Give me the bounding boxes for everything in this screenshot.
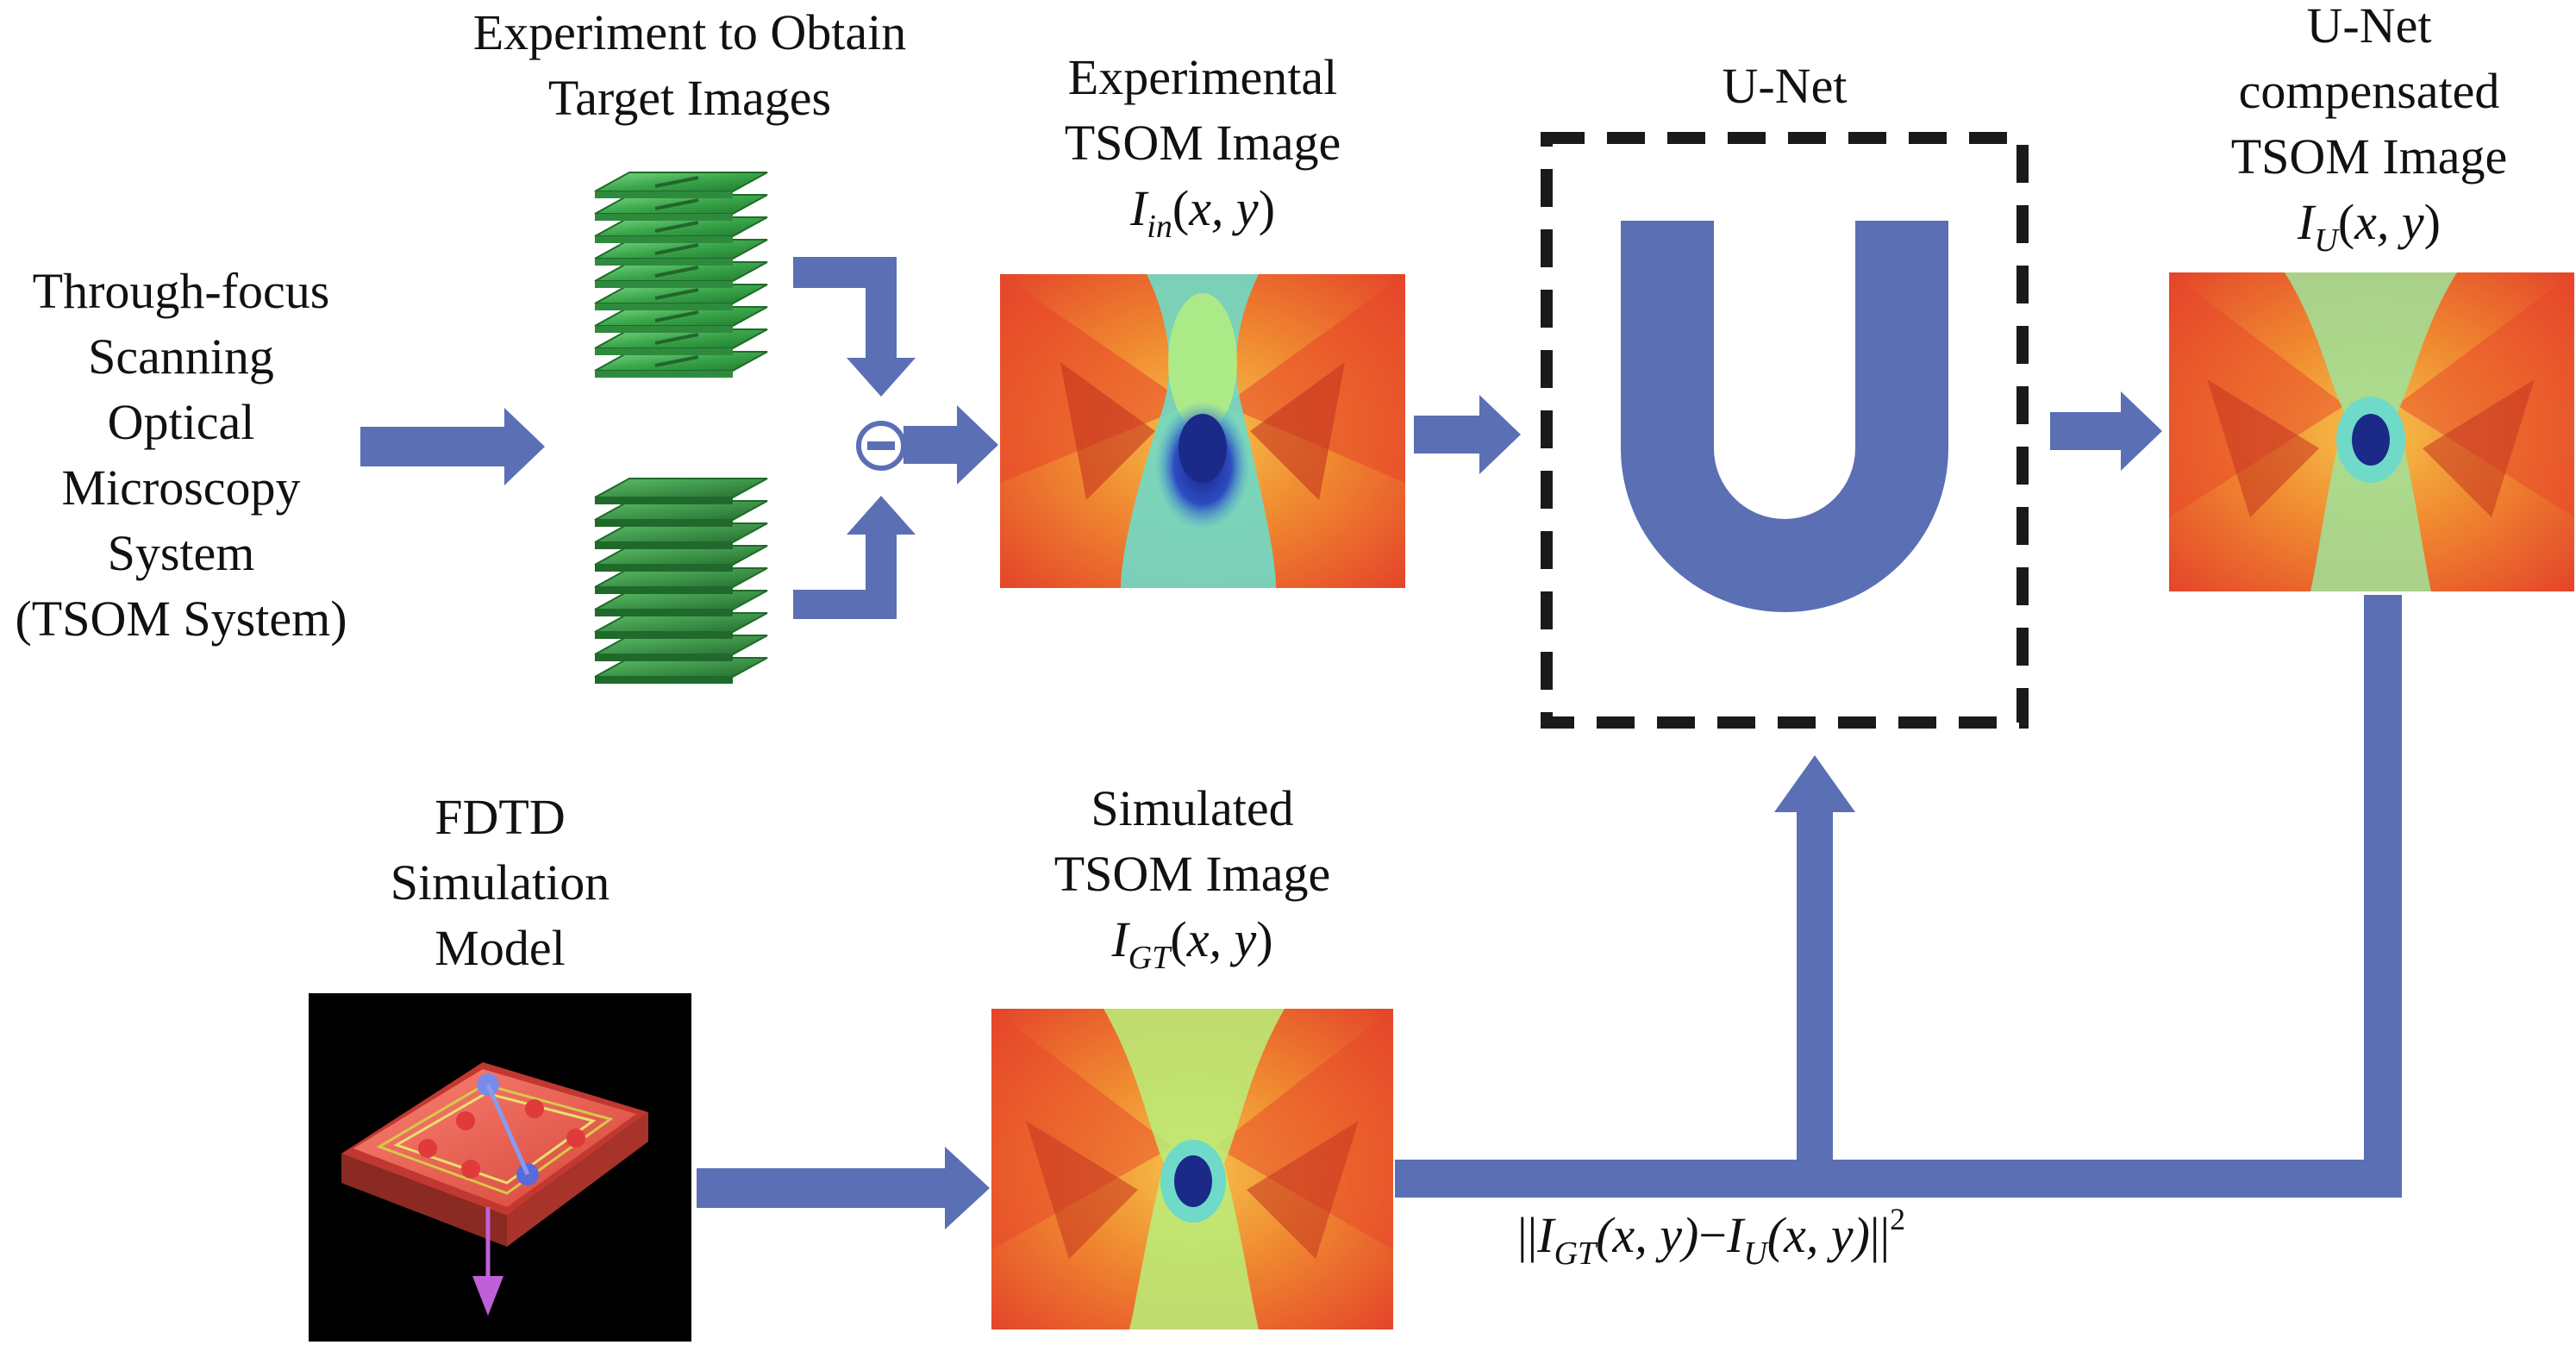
label-simulated-math: IGT(x, y) <box>1111 911 1273 976</box>
simulated-tsom-heatmap <box>991 1009 1393 1329</box>
arrow-tsom-to-stacks <box>360 408 545 485</box>
loss-line-vertical-right <box>2364 595 2402 1198</box>
label-experiment-line-1: Experiment to Obtain <box>472 4 907 60</box>
label-compensated-line-3: TSOM Image <box>2230 128 2508 185</box>
label-simulated-tsom: Simulated TSOM Image IGT(x, y) <box>991 776 1393 991</box>
stack-layer-edge <box>595 654 733 661</box>
label-tsom-system: Through-focus Scanning Optical Microscop… <box>0 259 362 652</box>
stack-layer-edge <box>595 587 733 594</box>
stack-layer-edge <box>595 214 733 221</box>
stack-layer-edge <box>595 497 733 504</box>
loss-u-sub: U <box>1743 1236 1769 1272</box>
label-tsom-line-1: Through-focus <box>32 263 330 319</box>
stack-layer-streak <box>654 243 699 255</box>
loss-line-vertical-mid <box>1797 810 1833 1164</box>
label-fdtd-line-2: Simulation <box>390 854 610 910</box>
label-experiment-line-2: Target Images <box>547 70 832 126</box>
stack-layer-edge <box>595 677 733 684</box>
label-unet-compensated: U-Net compensated TSOM Image IU(x, y) <box>2164 0 2574 273</box>
stack-layer-streak <box>654 355 699 367</box>
stack-layer-edge <box>595 371 733 378</box>
stack-layer-edge <box>595 565 733 572</box>
label-simulated-line-1: Simulated <box>1091 780 1294 836</box>
arrow-fdtd-to-simulated <box>697 1147 990 1229</box>
arrow-loss-to-unet <box>1774 755 1855 812</box>
arrow-stack-bottom-elbow <box>793 496 916 619</box>
loss-minus: − <box>1698 1207 1727 1263</box>
label-fdtd-line-3: Model <box>435 920 566 976</box>
loss-i-gt: I <box>1536 1207 1556 1263</box>
experiment-stack-top <box>594 172 768 378</box>
stack-layer-edge <box>595 191 733 198</box>
stack-layer-streak <box>654 310 699 322</box>
unet-box <box>1541 132 2029 729</box>
label-compensated-math: IU(x, y) <box>2298 194 2441 259</box>
label-compensated-line-1: U-Net <box>2306 0 2432 53</box>
label-tsom-line-3: Optical <box>107 394 255 450</box>
label-compensated-line-2: compensated <box>2238 63 2500 119</box>
subtract-operator <box>856 421 906 471</box>
unet-u-shape <box>1621 221 1948 612</box>
arrow-unet-to-compensated <box>2050 391 2162 471</box>
label-fdtd-line-1: FDTD <box>435 789 566 845</box>
label-tsom-line-6: (TSOM System) <box>15 591 347 647</box>
loss-square: 2 <box>1890 1202 1905 1236</box>
arrow-group <box>360 257 2402 1229</box>
stack-layer-edge <box>595 632 733 639</box>
stack-layer-streak <box>654 221 699 233</box>
label-experimental-tsom: Experimental TSOM Image Iin(x, y) <box>1000 45 1405 260</box>
label-unet-title: U-Net <box>1547 53 2023 119</box>
stack-layer-edge <box>595 326 733 333</box>
stack-layer-edge <box>595 610 733 616</box>
loss-formula: ||IGT(x, y)−IU(x, y)||2 <box>1517 1202 1905 1272</box>
label-fdtd: FDTD Simulation Model <box>328 785 672 981</box>
loss-norm-close: || <box>1870 1207 1890 1263</box>
loss-xy-2: (x, y) <box>1767 1207 1870 1263</box>
label-experiment: Experiment to Obtain Target Images <box>414 0 966 131</box>
arrow-stack-top-elbow <box>793 257 916 397</box>
label-experimental-line-1: Experimental <box>1067 49 1338 105</box>
experiment-stack-bottom <box>594 478 768 684</box>
label-experimental-line-2: TSOM Image <box>1064 115 1341 171</box>
label-simulated-line-2: TSOM Image <box>1054 846 1331 902</box>
stack-layer-streak <box>654 176 699 188</box>
loss-i-u: I <box>1726 1207 1746 1263</box>
label-tsom-line-4: Microscopy <box>61 460 301 516</box>
arrow-stack-bottom-elbow-base <box>793 590 897 619</box>
fdtd-model-image <box>309 993 691 1342</box>
stack-layer-edge <box>595 236 733 243</box>
label-tsom-line-2: Scanning <box>88 328 274 385</box>
stack-layer-edge <box>595 542 733 549</box>
stack-layer-streak <box>654 266 699 278</box>
compensated-tsom-heatmap <box>2169 272 2574 591</box>
label-experimental-math: Iin(x, y) <box>1129 180 1276 245</box>
loss-gt-sub: GT <box>1554 1236 1598 1272</box>
stack-layer-streak <box>654 288 699 300</box>
label-tsom-line-5: System <box>107 525 255 581</box>
arrow-experimental-to-unet <box>1414 395 1521 474</box>
stack-layer <box>594 478 768 498</box>
stack-layer-edge <box>595 348 733 355</box>
label-unet-title-text: U-Net <box>1722 58 1848 114</box>
stack-layer-edge <box>595 281 733 288</box>
stack-layer-edge <box>595 259 733 266</box>
stack-layer-streak <box>654 198 699 210</box>
stack-layer-edge <box>595 303 733 310</box>
arrow-subtract-to-experimental <box>903 405 998 485</box>
stack-layer-streak <box>654 333 699 345</box>
loss-line-bottom <box>1395 1160 2390 1198</box>
loss-norm-open: || <box>1517 1207 1537 1263</box>
loss-xy-1: (x, y) <box>1596 1207 1698 1263</box>
stack-layer-edge <box>595 520 733 527</box>
experimental-tsom-heatmap <box>1000 274 1405 588</box>
